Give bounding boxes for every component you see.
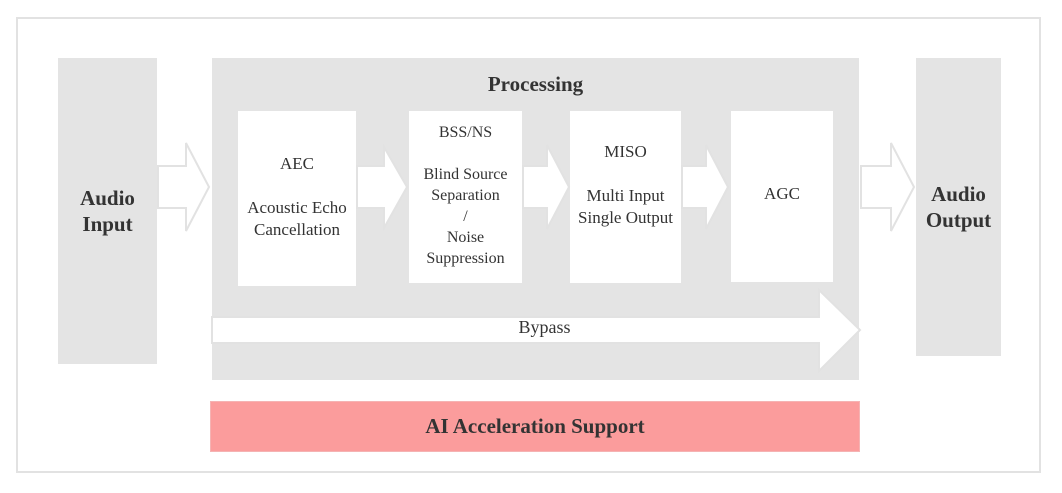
aec-desc-line-1: Acoustic Echo [247, 198, 347, 217]
audio-output-box: Audio Output [916, 58, 1001, 356]
bss-title: BSS/NS [438, 124, 493, 141]
bss-desc-line-1: Blind Source [423, 166, 508, 183]
audio-input-box: Audio Input [58, 58, 157, 364]
miso-module: MISO Multi Input Single Output [570, 111, 681, 283]
aec-desc-line-2: Cancellation [254, 220, 340, 239]
arrow-miso-to-agc [681, 144, 730, 230]
bss-ns-module: BSS/NS Blind Source Separation / Noise S… [409, 111, 522, 283]
arrow-bss-to-miso [522, 144, 571, 230]
agc-title: AGC [764, 184, 800, 203]
audio-output-label: Audio Output [925, 182, 992, 232]
bypass-arrow [211, 287, 862, 374]
ai-acceleration-label: AI Acceleration Support [425, 414, 645, 438]
ai-acceleration-bar: AI Acceleration Support [210, 401, 860, 452]
bypass-label: Bypass [518, 317, 571, 337]
miso-title: MISO [604, 142, 647, 161]
miso-desc-line-2: Single Output [578, 208, 673, 227]
bss-desc-line-4: Noise [446, 229, 485, 246]
bss-desc-line-3: / [463, 208, 468, 225]
agc-module: AGC [731, 111, 833, 282]
processing-title: Processing [487, 72, 584, 96]
arrow-aec-to-bss [356, 143, 409, 232]
bss-desc-line-5: Suppression [426, 250, 505, 267]
arrow-input-to-processing [157, 142, 211, 232]
miso-desc-line-1: Multi Input [586, 186, 665, 205]
bss-desc-line-2: Separation [431, 187, 500, 204]
arrow-processing-to-output [860, 142, 916, 232]
aec-title: AEC [280, 154, 314, 173]
audio-input-label: Audio Input [80, 186, 135, 236]
aec-module: AEC Acoustic Echo Cancellation [238, 111, 356, 286]
